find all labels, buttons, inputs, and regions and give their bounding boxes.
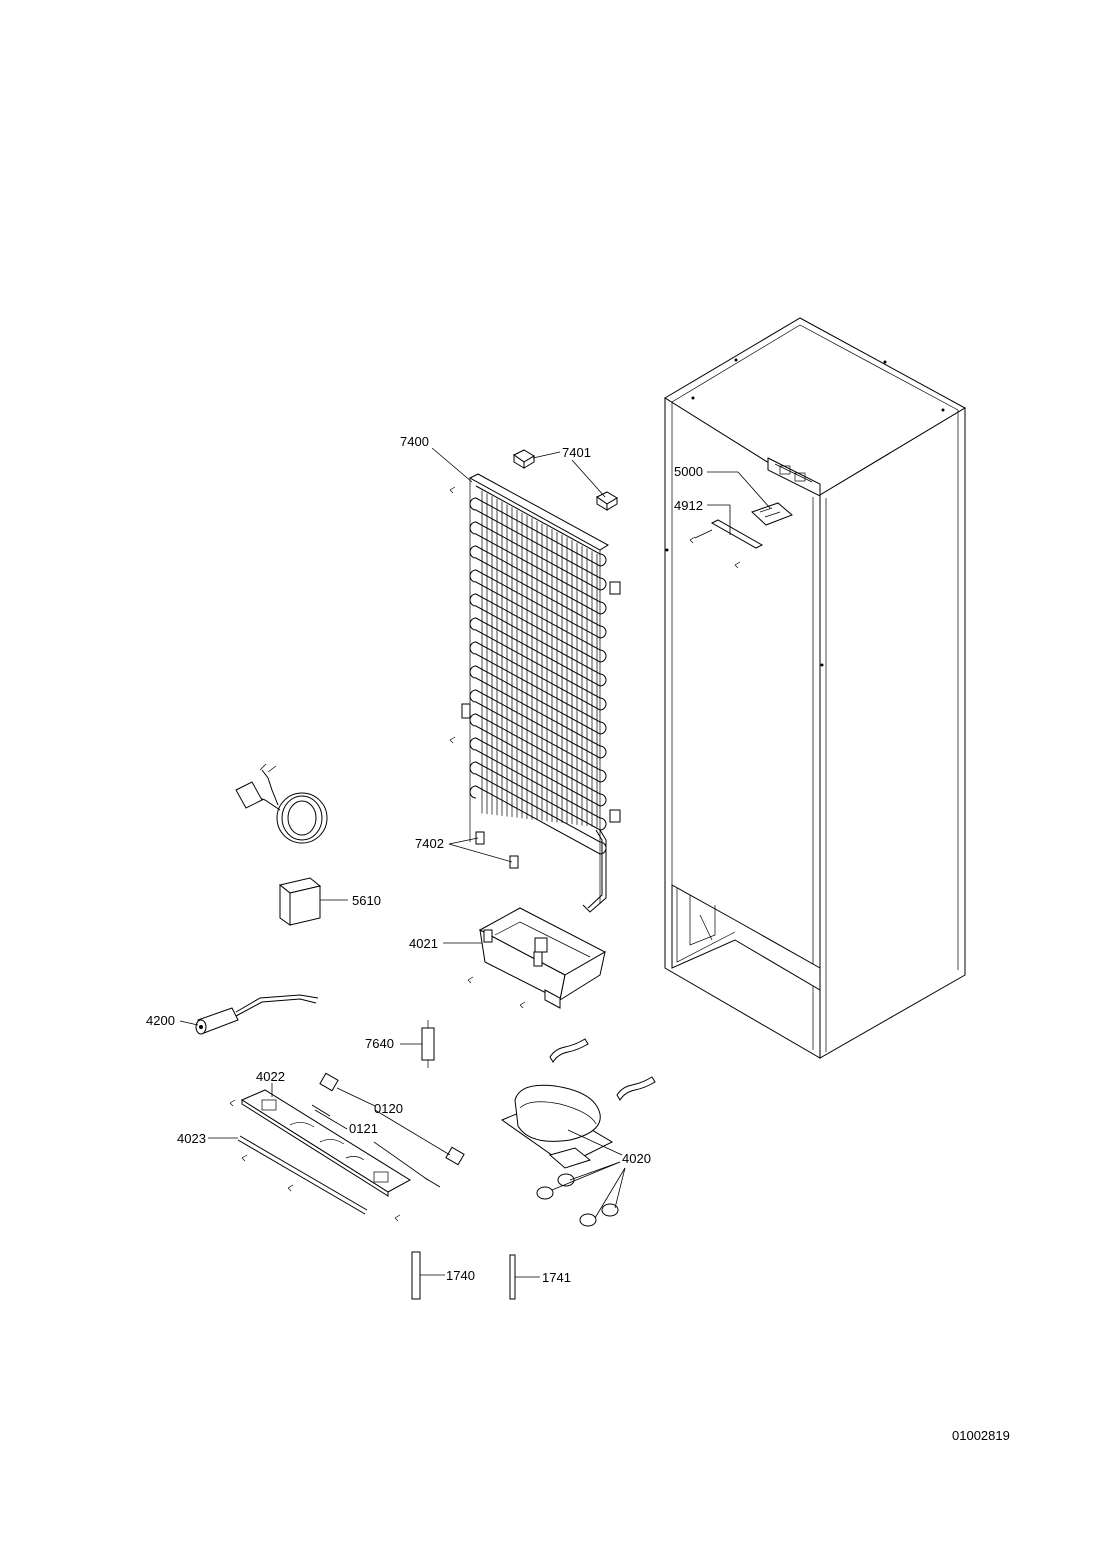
- base-plate-4022: [229, 1089, 411, 1222]
- callout-0120: 0120: [374, 1101, 403, 1116]
- callout-1740: 1740: [446, 1268, 475, 1283]
- bracket-4912: [689, 519, 764, 569]
- callout-7400: 7400: [400, 434, 429, 449]
- power-cord: [235, 763, 328, 844]
- tube-1740: [411, 1251, 421, 1300]
- condenser-7400: [449, 473, 621, 913]
- callout-1741: 1741: [542, 1270, 571, 1285]
- callout-labels: 7400 7401 5000 4912 7402 5610 4021 4200 …: [146, 434, 703, 1285]
- refrigerator-cabinet: [664, 317, 967, 1059]
- filter-drier-7640: [421, 1020, 435, 1068]
- cap-7401: [513, 449, 618, 511]
- drawing-number: 01002819: [952, 1428, 1010, 1443]
- callout-4021: 4021: [409, 936, 438, 951]
- part-0120: [319, 1072, 465, 1166]
- tube-1741: [509, 1254, 516, 1300]
- callout-7640: 7640: [365, 1036, 394, 1051]
- callout-4912: 4912: [674, 498, 703, 513]
- spacer-7402: [475, 831, 519, 869]
- control-board-5000: [751, 502, 793, 526]
- callout-4020: 4020: [622, 1151, 651, 1166]
- rod-4023: [237, 1135, 368, 1215]
- callout-5610: 5610: [352, 893, 381, 908]
- leader-lines: [179, 447, 771, 1278]
- callout-4022: 4022: [256, 1069, 285, 1084]
- callout-4023: 4023: [177, 1131, 206, 1146]
- callout-5000: 5000: [674, 464, 703, 479]
- callout-7401: 7401: [562, 445, 591, 460]
- drip-tray-4021: [467, 907, 607, 1009]
- compressor-4020: [500, 1038, 656, 1227]
- callout-0121: 0121: [349, 1121, 378, 1136]
- relay-box-5610: [278, 877, 322, 926]
- component-4200: [195, 994, 319, 1035]
- callout-7402: 7402: [415, 836, 444, 851]
- callout-4200: 4200: [146, 1013, 175, 1028]
